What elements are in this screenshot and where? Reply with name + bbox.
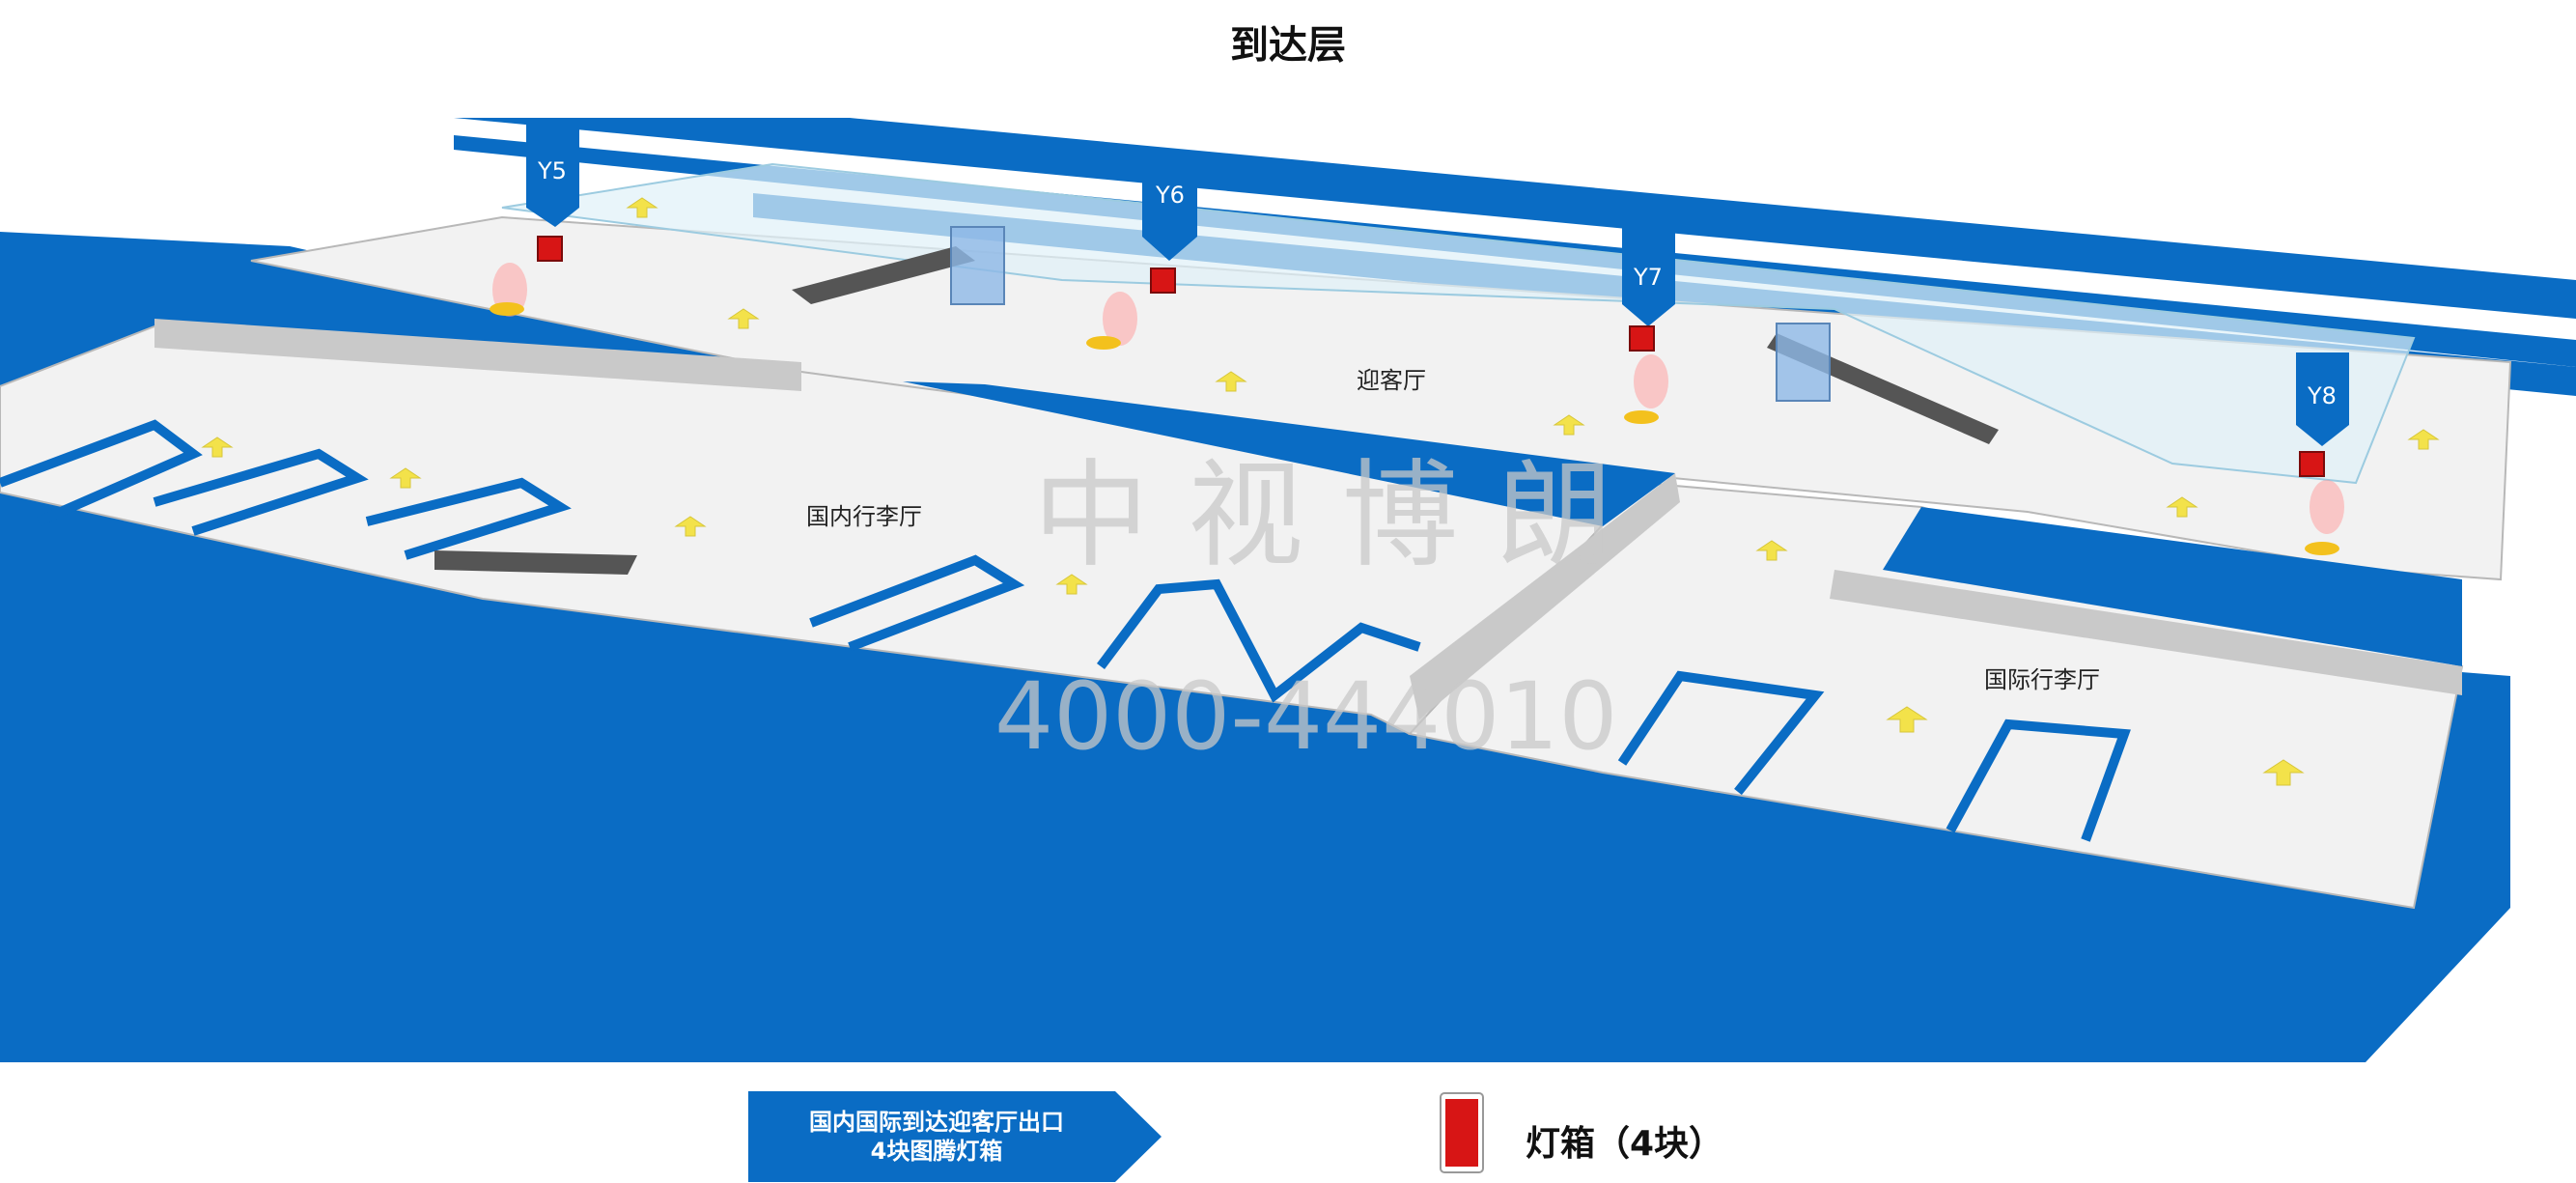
lightbox-y6 [1150, 268, 1176, 294]
legend-location-line1: 国内国际到达迎客厅出口 [809, 1109, 1064, 1136]
lightbox-y5 [537, 236, 563, 262]
marker-y6-label: Y6 [1155, 182, 1185, 209]
viewer-y7 [1624, 410, 1659, 424]
wall-left-block [154, 319, 801, 391]
lightbox-legend-label: 灯箱（4块） [1526, 1124, 1724, 1164]
international-baggage-label: 国际行李厅 [1984, 666, 2100, 693]
marker-y5-flag [526, 118, 579, 227]
watermark-phone: 4000-444010 [994, 662, 1617, 771]
center-blue-block [903, 381, 1675, 526]
elevator-boxes [950, 226, 1831, 402]
marker-y8-label: Y8 [2307, 382, 2337, 409]
domestic-carousels [0, 419, 1421, 703]
lightbox-y8 [2299, 451, 2325, 477]
marker-y6[interactable]: Y6 [1086, 159, 1197, 350]
direction-arrows [201, 197, 2440, 786]
right-blue-block [1883, 507, 2462, 666]
wall-right-block [1830, 570, 2462, 695]
marker-y7-flag [1622, 227, 1675, 326]
viewer-y6 [1086, 336, 1121, 350]
watermark-name: 中视博朗 [1033, 449, 1651, 583]
marker-y8[interactable]: Y8 [2296, 352, 2349, 555]
page-title: 到达层 [1230, 23, 1346, 68]
wall-center-block [1410, 473, 1680, 719]
marker-y5-label: Y5 [537, 157, 567, 184]
greeting-hall-label: 迎客厅 [1357, 367, 1426, 394]
light-beam-y6 [1103, 292, 1137, 346]
legend-location-text: 国内国际到达迎客厅出口 4块图腾灯箱 [763, 1108, 1110, 1166]
marker-y7[interactable]: Y7 [1622, 227, 1675, 424]
marker-y7-label: Y7 [1633, 264, 1663, 291]
lightbox-legend-icon [1440, 1092, 1484, 1173]
road-band-upper [454, 118, 2576, 319]
domestic-baggage-label: 国内行李厅 [806, 503, 922, 530]
marker-y5[interactable]: Y5 [490, 118, 579, 317]
marker-y6-flag [1142, 159, 1197, 261]
lightbox-y7 [1629, 325, 1655, 352]
marker-y8-flag [2296, 352, 2349, 446]
viewer-y8 [2305, 542, 2339, 555]
international-carousels [1617, 670, 2131, 842]
legend-location-arrow [748, 1091, 1162, 1182]
light-beam-y7 [1634, 354, 1668, 408]
viewer-y5 [490, 302, 524, 316]
legend-location-line2: 4块图腾灯箱 [870, 1138, 1003, 1165]
light-beam-y8 [2310, 480, 2344, 534]
